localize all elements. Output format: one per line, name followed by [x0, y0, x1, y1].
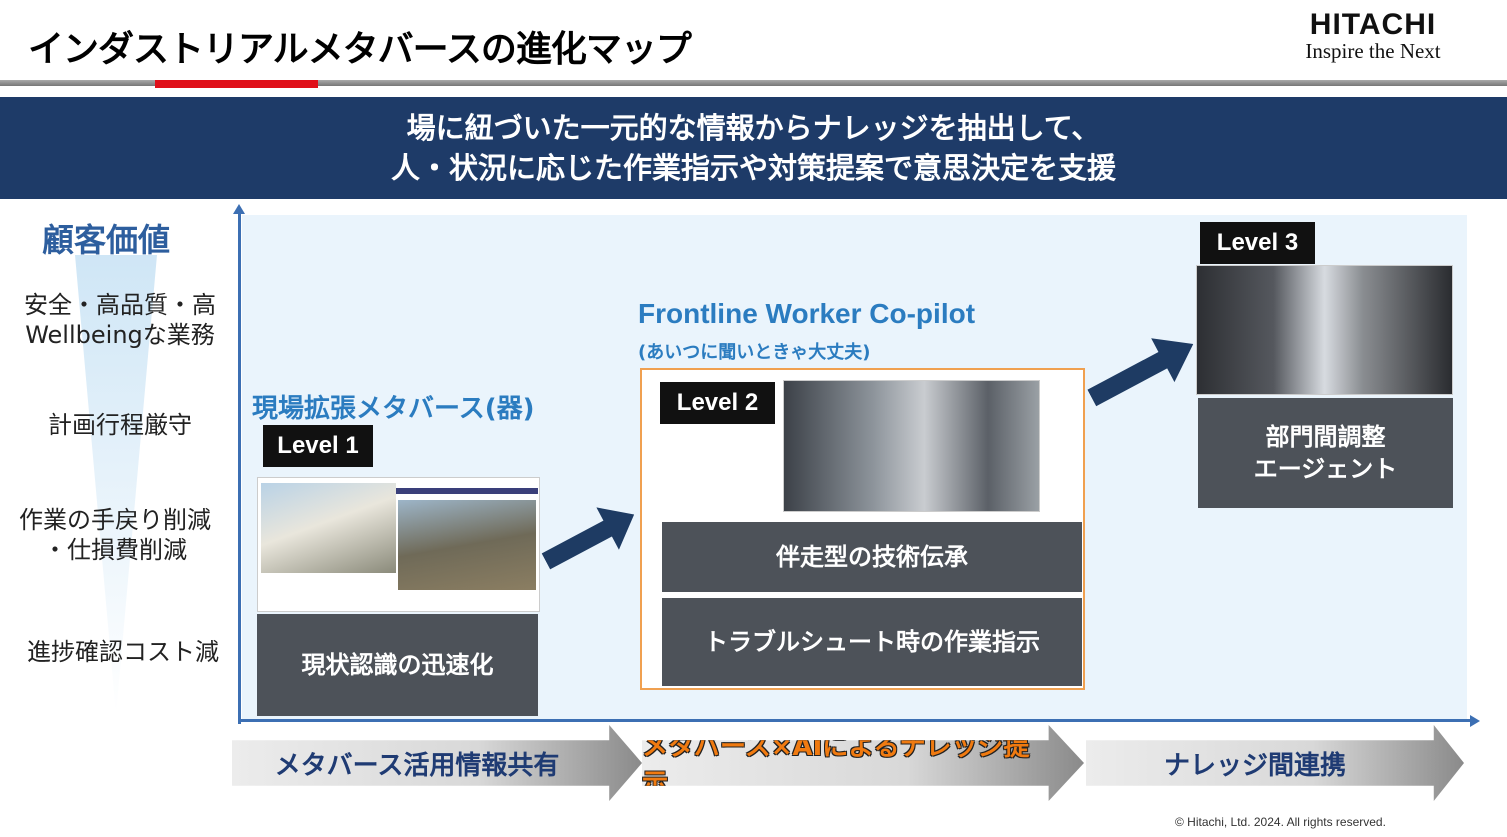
level3-badge: Level 3: [1200, 222, 1315, 264]
customer-value-item: 計画行程厳守: [48, 411, 192, 439]
banner-line-1: 場に紐づいた一元的な情報からナレッジを抽出して、: [406, 111, 1101, 145]
level1-box: 現状認識の迅速化: [257, 614, 538, 716]
y-axis: [238, 212, 241, 724]
engineers-photo: [783, 380, 1040, 512]
site-3d-image: [398, 500, 536, 590]
hitachi-logo: HITACHI Inspire the Next: [1258, 8, 1488, 63]
level2-box: トラブルシュート時の作業指示: [662, 598, 1082, 686]
x-axis-arrow-icon: [1470, 715, 1480, 727]
value-text: Wellbeingな業務: [25, 321, 215, 349]
meeting-photo: [1196, 265, 1453, 395]
level3-box: 部門間調整 エージェント: [1198, 398, 1453, 508]
level2-subheading: (あいつに聞いときゃ大丈夫): [638, 342, 871, 363]
y-axis-arrow-icon: [233, 204, 245, 214]
phase-arrow-2: メタバース×AIによるナレッジ提示: [642, 725, 1084, 801]
level1-heading: 現場拡張メタバース(器): [252, 394, 535, 424]
value-text: 安全・高品質・高: [24, 291, 216, 319]
value-text: 作業の手戻り削減: [19, 506, 211, 534]
customer-value-title: 顧客価値: [42, 221, 171, 259]
value-text: ・仕損費削減: [43, 536, 187, 564]
x-axis: [238, 719, 1472, 722]
phase-arrow-1: メタバース活用情報共有: [232, 725, 642, 801]
copyright: © Hitachi, Ltd. 2024. All rights reserve…: [1175, 815, 1386, 829]
header-rule: [0, 80, 1507, 86]
logo-brand: HITACHI: [1309, 8, 1437, 41]
slide-title: インダストリアルメタバースの進化マップ: [28, 29, 692, 70]
header-rule-accent: [155, 80, 318, 88]
train-image: [261, 483, 396, 573]
level1-badge: Level 1: [263, 425, 373, 467]
level2-box: 伴走型の技術伝承: [662, 522, 1082, 592]
message-banner: 場に紐づいた一元的な情報からナレッジを抽出して、 人・状況に応じた作業指示や対策…: [0, 97, 1507, 199]
level3-box-line: 部門間調整: [1265, 423, 1386, 451]
level2-heading: Frontline Worker Co-pilot: [638, 298, 976, 329]
customer-value-item: 進捗確認コスト減: [27, 638, 219, 666]
metaverse-screenshot-image: [257, 477, 540, 612]
logo-tagline: Inspire the Next: [1305, 39, 1441, 63]
level3-box-line: エージェント: [1253, 455, 1398, 483]
level2-badge: Level 2: [660, 382, 775, 424]
customer-value-item: 作業の手戻り削減 ・仕損費削減: [0, 505, 235, 565]
viewer-toolbar: [396, 488, 538, 494]
phase-arrow-3: ナレッジ間連携: [1086, 725, 1464, 801]
banner-line-2: 人・状況に応じた作業指示や対策提案で意思決定を支援: [390, 151, 1116, 185]
customer-value-item: 安全・高品質・高 Wellbeingな業務: [0, 290, 240, 350]
